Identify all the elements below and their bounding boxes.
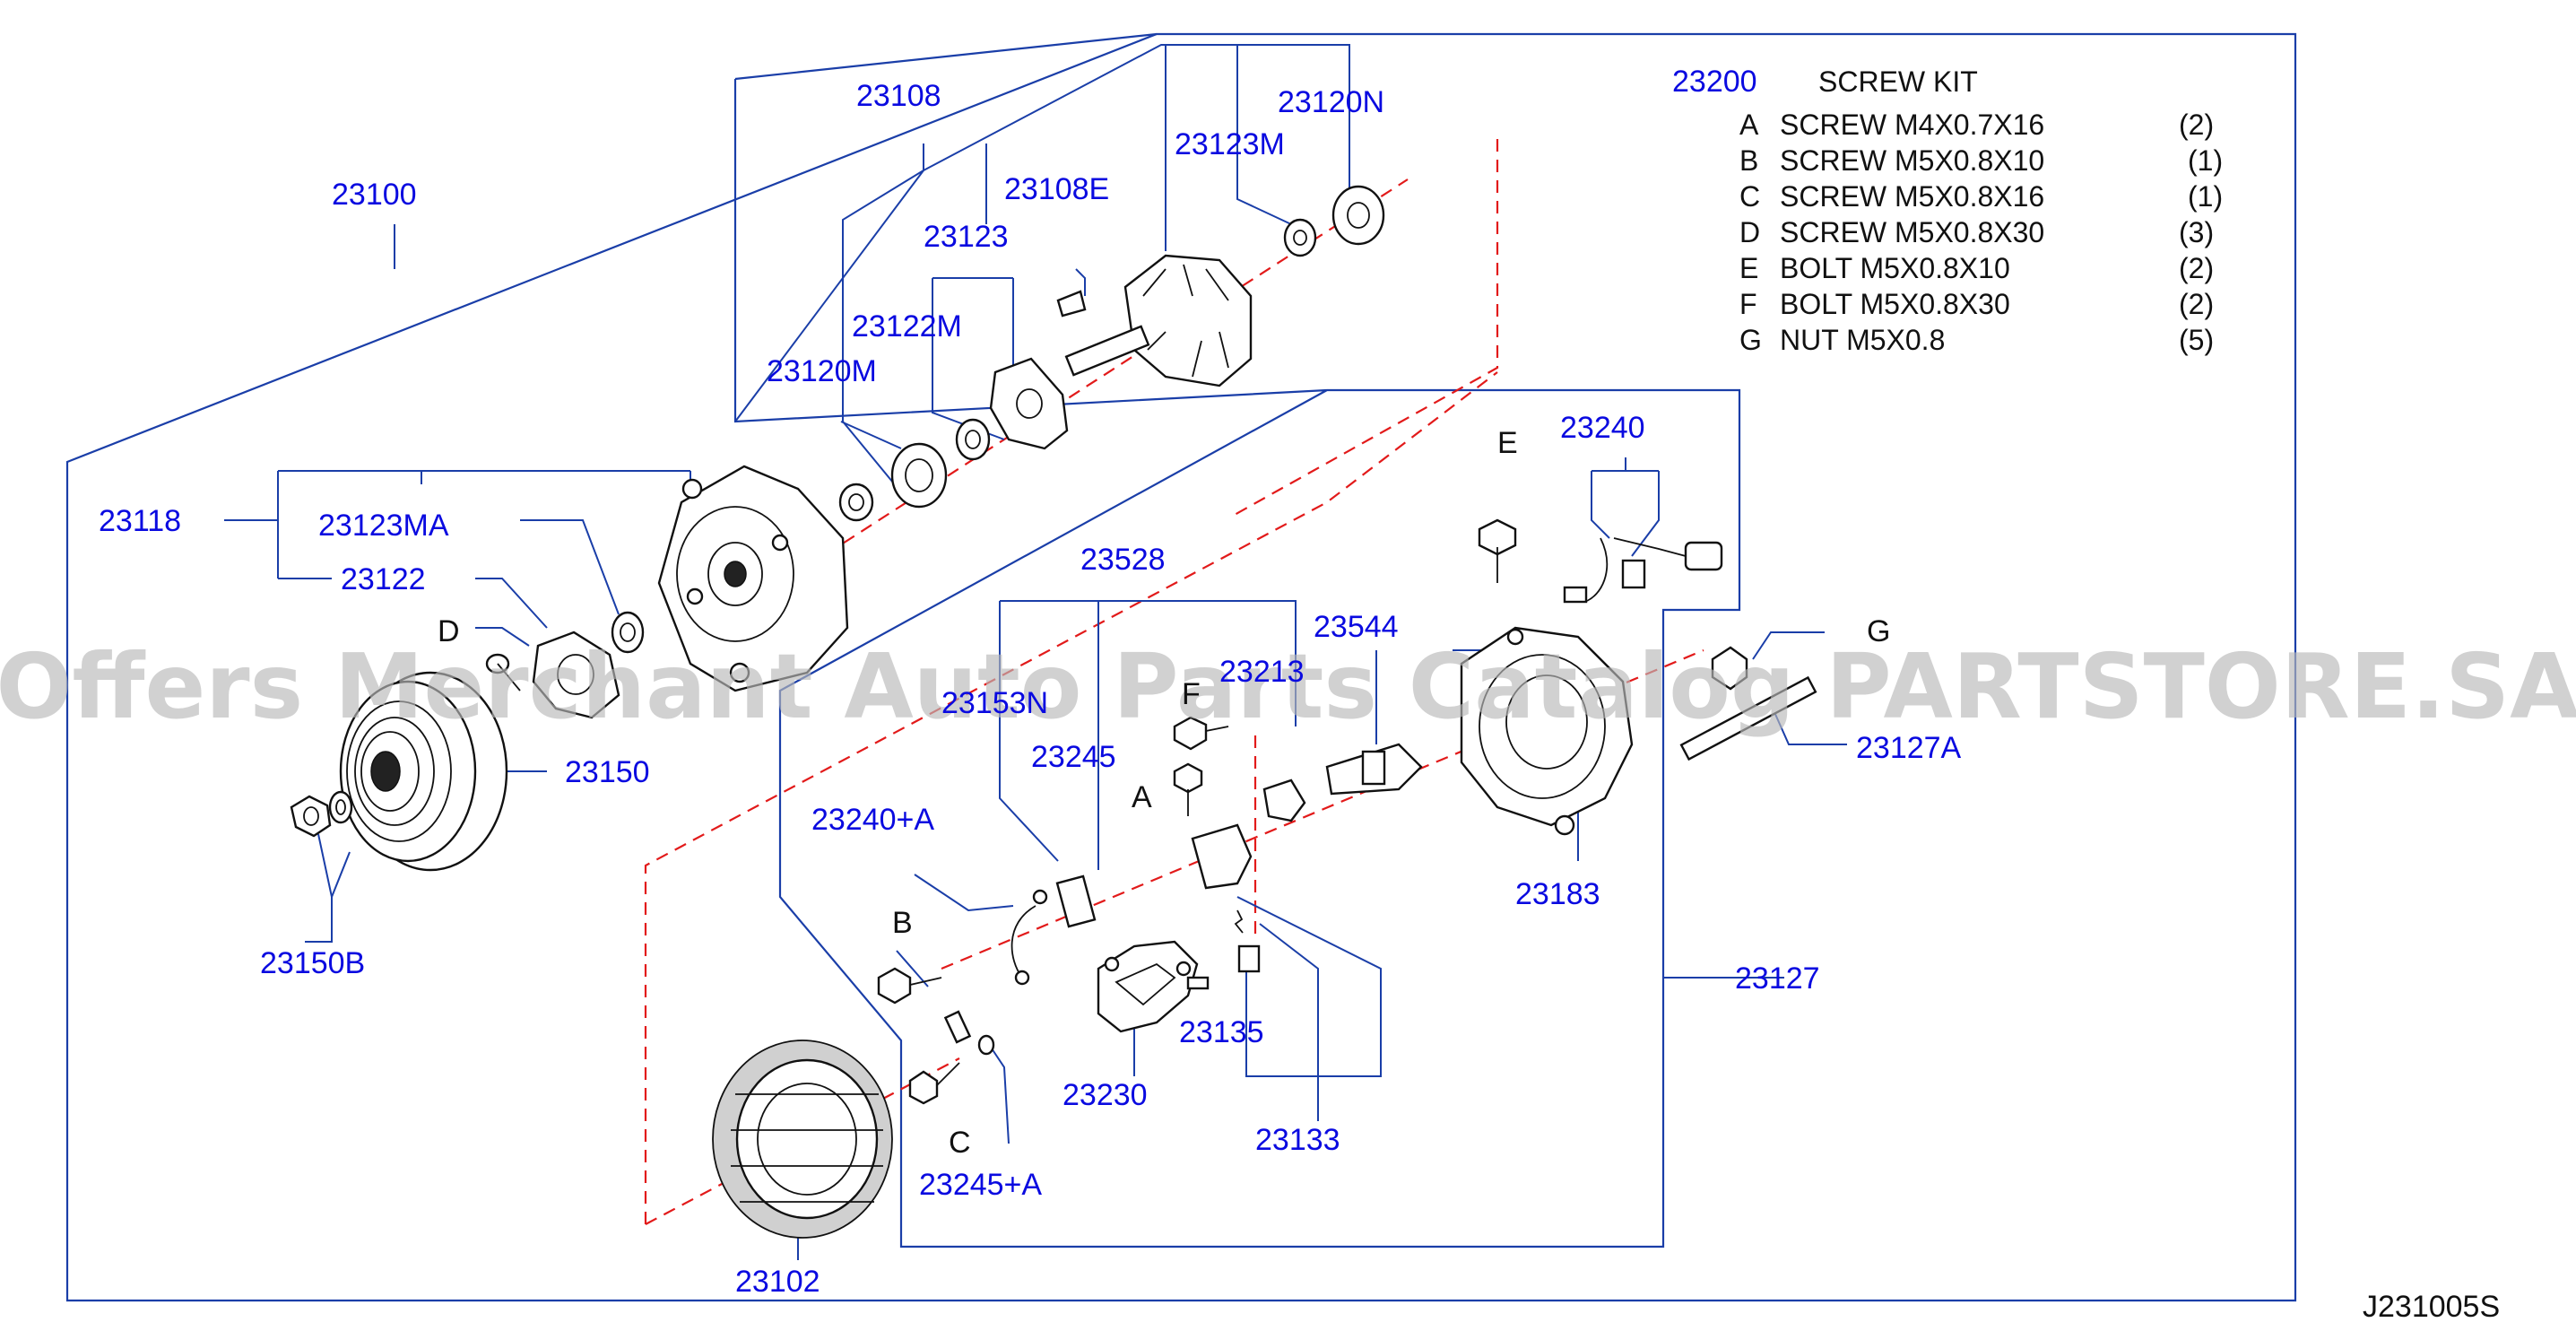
screw-kit-qty: (2) [2179,109,2214,141]
callout-23133[interactable]: 23133 [1255,1123,1340,1157]
screw-kit-title: SCREW KIT [1818,65,1978,98]
screw-kit-desc: SCREW M4X0.7X16 [1780,109,2044,141]
letter-B[interactable]: B [892,906,913,940]
screw-kit-letter: B [1739,144,1758,177]
screw-kit-legend: 23200 SCREW KIT A SCREW M4X0.7X16 (2) B … [1672,65,2223,356]
screw-kit-desc: SCREW M5X0.8X30 [1780,216,2044,248]
rotor [1056,254,1253,387]
screw-kit-desc: BOLT M5X0.8X10 [1780,252,2010,284]
letter-C[interactable]: C [949,1126,971,1160]
pulley [339,671,508,872]
callout-23230[interactable]: 23230 [1062,1078,1148,1112]
stator [712,1040,893,1239]
letter-callouts: D E G F A B C [438,426,1890,1160]
callout-23102[interactable]: 23102 [735,1265,820,1299]
callout-23528[interactable]: 23528 [1080,543,1166,577]
screw-kit-desc: BOLT M5X0.8X30 [1780,288,2010,320]
screw-kit-row: D SCREW M5X0.8X30 (3) [1739,216,2214,248]
screw-kit-letter: F [1739,288,1757,320]
letter-F[interactable]: F [1182,677,1201,711]
front-bearing-retainer [532,611,645,719]
letter-G[interactable]: G [1867,614,1890,648]
screw-kit-qty: (3) [2179,216,2214,248]
callout-23240[interactable]: 23240 [1560,411,1645,445]
screw-kit-row: C SCREW M5X0.8X16 (1) [1739,180,2223,213]
screw-kit-row: E BOLT M5X0.8X10 (2) [1739,252,2214,284]
callout-23100[interactable]: 23100 [332,178,417,212]
drawing-code: J231005S [2363,1290,2500,1324]
screw-kit-desc: SCREW M5X0.8X10 [1780,144,2044,177]
letter-E[interactable]: E [1497,426,1518,460]
callout-23108[interactable]: 23108 [856,79,941,113]
screw-D [485,653,521,692]
rear-bearings [1283,185,1385,257]
screw-kit-qty: (5) [2179,324,2214,356]
screw-kit-letter: D [1739,216,1760,248]
screw-kit-row: F BOLT M5X0.8X30 (2) [1739,288,2214,320]
callout-23135[interactable]: 23135 [1179,1015,1264,1049]
screw-kit-letter: A [1739,109,1759,141]
callout-23150B[interactable]: 23150B [260,946,365,980]
letter-D[interactable]: D [438,614,460,648]
part-callouts: 23100 23108 23120N 23123M 23108E 23123 2… [99,79,1962,1299]
screw-kit-letter: E [1739,252,1758,284]
screw-kit-row: A SCREW M4X0.7X16 (2) [1739,109,2214,141]
regulator-parts [1055,743,1423,973]
screw-kit-qty: (2) [2179,288,2214,320]
callout-23245[interactable]: 23245 [1031,740,1116,774]
callout-23245A[interactable]: 23245+A [919,1168,1042,1202]
callout-23213[interactable]: 23213 [1219,655,1305,689]
small-fasteners [877,518,1517,1105]
callout-23123M[interactable]: 23123M [1175,127,1285,161]
callout-23150[interactable]: 23150 [565,755,650,789]
callout-23120M[interactable]: 23120M [767,354,877,388]
screw-kit-row: B SCREW M5X0.8X10 (1) [1739,144,2223,177]
screw-kit-qty: (1) [2188,144,2223,177]
letter-A[interactable]: A [1132,780,1152,814]
screw-kit-desc: SCREW M5X0.8X16 [1780,180,2044,213]
callout-23123MA[interactable]: 23123MA [318,509,449,543]
screw-kit-row: G NUT M5X0.8 (5) [1739,324,2214,356]
callout-23122M[interactable]: 23122M [852,309,962,344]
callout-23108E[interactable]: 23108E [1004,172,1109,206]
watermark: Offers Merchant Auto Parts Catalog PARTS… [0,634,2576,739]
callout-23127A[interactable]: 23127A [1856,731,1962,765]
pulley-nut-washer [290,790,353,838]
screw-kit-desc: NUT M5X0.8 [1780,324,1945,356]
screw-kit-letter: C [1739,180,1760,213]
bearing-retainer-plate [989,357,1069,450]
callout-23240A[interactable]: 23240+A [811,803,934,837]
rear-cover [1460,626,1634,836]
screw-kit-qty: (2) [2179,252,2214,284]
callout-23120N[interactable]: 23120N [1278,85,1384,119]
assembly-frame [65,32,2297,1302]
callout-23127[interactable]: 23127 [1735,961,1820,996]
through-bolt-and-nut [1679,646,1817,761]
front-bracket [657,465,849,692]
screw-kit-part-number: 23200 [1672,65,1757,99]
callout-23118[interactable]: 23118 [99,504,181,538]
screw-kit-qty: (1) [2188,180,2223,213]
brush-holder-wire [1010,889,1048,986]
callout-23544[interactable]: 23544 [1314,610,1399,644]
harness [1563,537,1723,604]
rectifier [1097,940,1199,1033]
bearing-front [838,418,991,522]
callout-23123[interactable]: 23123 [924,220,1009,254]
callout-23153N[interactable]: 23153N [941,686,1048,720]
callout-23122[interactable]: 23122 [341,562,426,596]
screw-kit-letter: G [1739,324,1762,356]
callout-23183[interactable]: 23183 [1515,877,1600,911]
